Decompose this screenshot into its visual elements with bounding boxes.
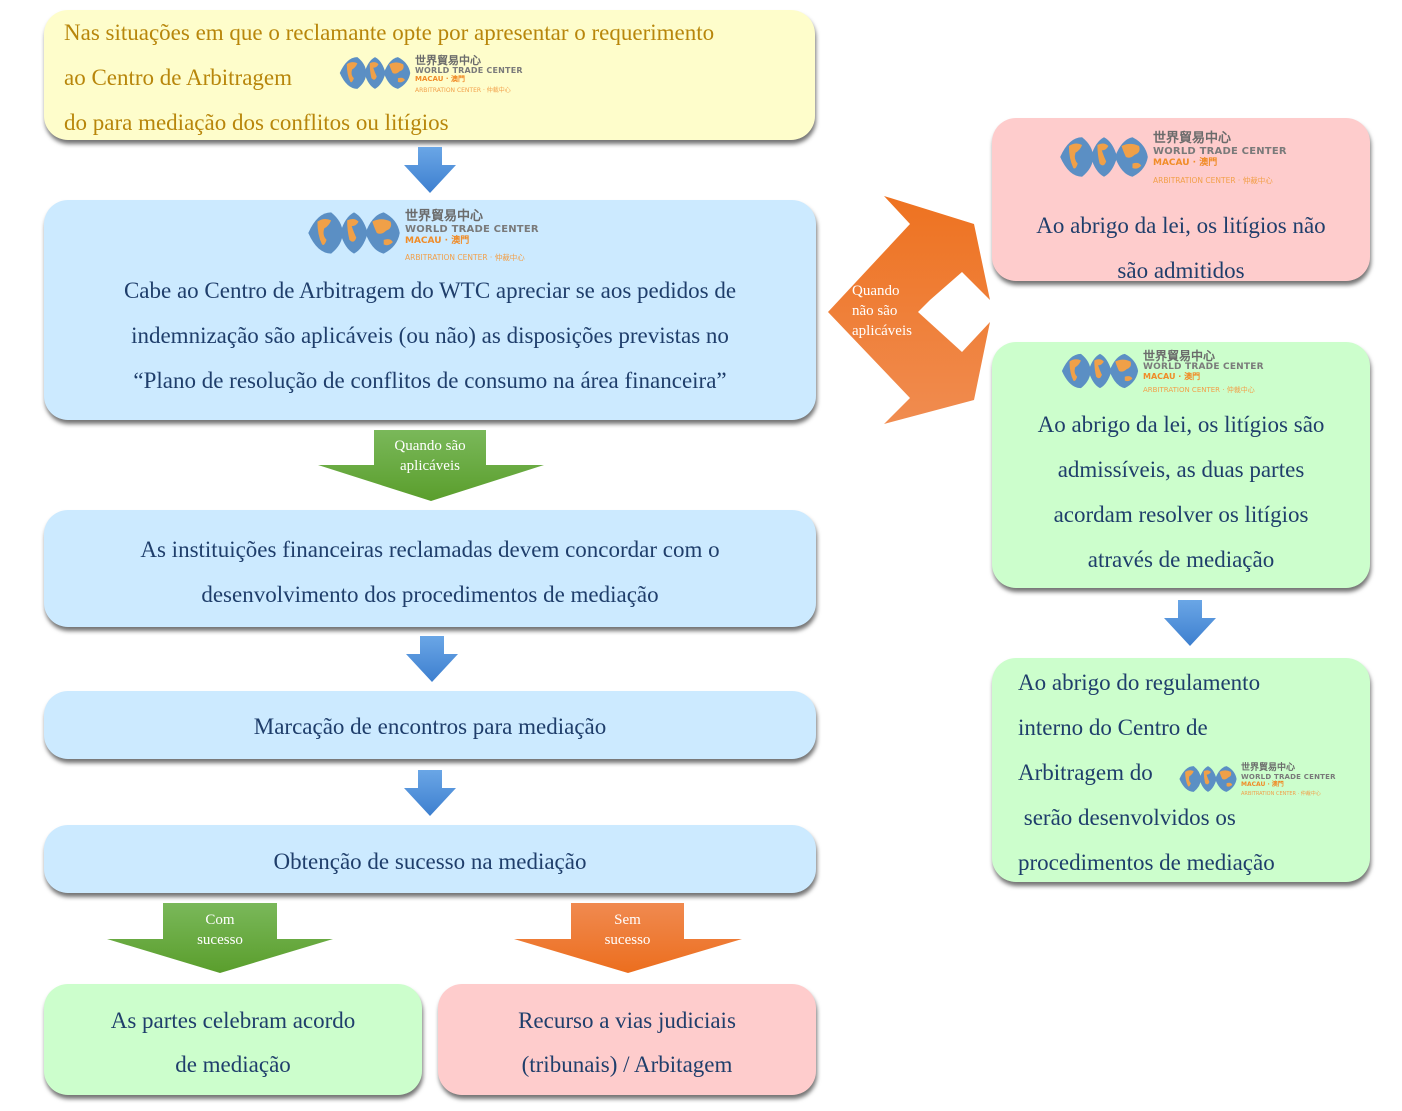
applicable-arrow-icon bbox=[318, 430, 544, 501]
step-assessment-box: 世界貿易中心 WORLD TRADE CENTER MACAU · 澳門 ARB… bbox=[44, 200, 816, 420]
step-assessment-line1: Cabe ao Centro de Arbitragem do WTC apre… bbox=[123, 278, 737, 303]
down-arrow-icon bbox=[404, 147, 456, 193]
logo-english-name: WORLD TRADE CENTER bbox=[415, 66, 523, 75]
not-admitted-box: 世界貿易中心 WORLD TRADE CENTER MACAU · 澳門 ARB… bbox=[992, 118, 1370, 283]
logo-chinese-name: 世界貿易中心 bbox=[415, 54, 481, 67]
step-scheduling-box: Marcação de encontros para mediação bbox=[44, 691, 816, 759]
logo-chinese-name: 世界貿易中心 bbox=[1143, 349, 1216, 363]
globes-icon bbox=[306, 210, 402, 256]
step-assessment-line2: indemnização são aplicáveis (ou não) as … bbox=[131, 323, 729, 348]
logo-subtitle: ARBITRATION CENTER · 仲裁中心 bbox=[415, 87, 511, 94]
without-success-label: Sem sucesso bbox=[571, 910, 684, 950]
internal-rules-line5: procedimentos de mediação bbox=[1018, 850, 1275, 875]
step-scheduling-line1: Marcação de encontros para mediação bbox=[253, 714, 607, 739]
without-success-arrow-icon bbox=[514, 903, 742, 973]
logo-subtitle: ARBITRATION CENTER · 仲裁中心 bbox=[405, 253, 525, 262]
with-success-label-line2: sucesso bbox=[197, 932, 243, 948]
step-request-line3: do para mediação dos conflitos ou litígi… bbox=[64, 110, 449, 135]
applicable-label-line1: Quando são bbox=[394, 438, 466, 454]
logo-location: MACAU · 澳門 bbox=[1143, 372, 1201, 381]
step-agreement-line1: As instituições financeiras reclamadas d… bbox=[140, 537, 720, 562]
wtc-arbitration-logo: 世界貿易中心 WORLD TRADE CENTER MACAU · 澳門 ARB… bbox=[1178, 764, 1336, 797]
globes-icon bbox=[338, 55, 412, 91]
outcome-failure-box: Recurso a vias judiciais (tribunais) / A… bbox=[438, 984, 816, 1095]
wtc-arbitration-logo: 世界貿易中心 WORLD TRADE CENTER MACAU · 澳門 ARB… bbox=[306, 210, 539, 262]
not-admitted-line2: são admitidos bbox=[1117, 258, 1245, 283]
step-success-line1: Obtenção de sucesso na mediação bbox=[273, 849, 587, 874]
logo-chinese-name: 世界貿易中心 bbox=[405, 209, 484, 224]
without-success-label-line2: sucesso bbox=[604, 932, 651, 948]
wtc-arbitration-logo: 世界貿易中心 WORLD TRADE CENTER MACAU · 澳門 ARB… bbox=[338, 55, 523, 94]
step-request-line2: ao Centro de Arbitragem bbox=[64, 65, 293, 90]
logo-chinese-name: 世界貿易中心 bbox=[1241, 763, 1296, 773]
step-agreement-line2: desenvolvimento dos procedimentos de med… bbox=[201, 582, 659, 607]
outcome-failure-line2: (tribunais) / Arbitagem bbox=[521, 1052, 733, 1077]
admissible-line3: acordam resolver os litígios bbox=[1053, 502, 1309, 527]
admissible-box: 世界貿易中心 WORLD TRADE CENTER MACAU · 澳門 ARB… bbox=[992, 342, 1370, 588]
applicable-label-line2: aplicáveis bbox=[400, 458, 460, 474]
step-request-box: Nas situações em que o reclamante opte p… bbox=[44, 10, 815, 140]
down-arrow-icon bbox=[1164, 600, 1216, 646]
not-applicable-split-arrow-icon bbox=[828, 196, 990, 424]
internal-rules-line2: interno do Centro de bbox=[1018, 715, 1208, 740]
logo-location: MACAU · 澳門 bbox=[405, 236, 470, 246]
logo-location: MACAU · 澳門 bbox=[1153, 158, 1218, 168]
down-arrow-icon bbox=[406, 636, 458, 682]
step-success-box: Obtenção de sucesso na mediação bbox=[44, 825, 816, 893]
with-success-arrow-icon bbox=[107, 903, 333, 973]
globes-icon bbox=[1060, 350, 1140, 392]
step-agreement-box: As instituições financeiras reclamadas d… bbox=[44, 510, 816, 627]
outcome-success-line1: As partes celebram acordo bbox=[110, 1008, 356, 1033]
logo-english-name: WORLD TRADE CENTER bbox=[1241, 773, 1336, 781]
not-admitted-line1: Ao abrigo da lei, os litígios não bbox=[1036, 213, 1326, 238]
globes-icon bbox=[1178, 764, 1238, 794]
globes-icon bbox=[1058, 132, 1150, 182]
logo-english-name: WORLD TRADE CENTER bbox=[1143, 362, 1264, 372]
logo-chinese-name: 世界貿易中心 bbox=[1153, 131, 1232, 146]
internal-rules-box: Ao abrigo do regulamento interno do Cent… bbox=[992, 658, 1370, 882]
outcome-success-line2: de mediação bbox=[175, 1052, 291, 1077]
not-applicable-label-line2: não são bbox=[852, 303, 898, 319]
not-applicable-label: Quando não são aplicáveis bbox=[852, 281, 912, 341]
logo-subtitle: ARBITRATION CENTER · 仲裁中心 bbox=[1241, 791, 1321, 797]
outcome-success-box: As partes celebram acordo de mediação bbox=[44, 984, 422, 1095]
wtc-arbitration-logo: 世界貿易中心 WORLD TRADE CENTER MACAU · 澳門 ARB… bbox=[1060, 350, 1264, 394]
with-success-label: Com sucesso bbox=[163, 910, 277, 950]
internal-rules-line4: serão desenvolvidos os bbox=[1018, 805, 1236, 830]
logo-location: MACAU · 澳門 bbox=[415, 75, 465, 83]
outcome-failure-line1: Recurso a vias judiciais bbox=[518, 1008, 736, 1033]
down-arrow-icon bbox=[404, 770, 456, 816]
step-assessment-line3: “Plano de resolução de conflitos de cons… bbox=[133, 368, 727, 393]
logo-subtitle: ARBITRATION CENTER · 仲裁中心 bbox=[1153, 176, 1273, 185]
admissible-line4: através de mediação bbox=[1087, 547, 1275, 572]
step-request-line1: Nas situações em que o reclamante opte p… bbox=[64, 20, 715, 45]
without-success-label-line1: Sem bbox=[614, 912, 641, 928]
applicable-label: Quando são aplicáveis bbox=[374, 436, 486, 476]
internal-rules-line1: Ao abrigo do regulamento bbox=[1018, 670, 1261, 695]
not-applicable-label-line1: Quando bbox=[852, 283, 900, 299]
not-applicable-label-line3: aplicáveis bbox=[852, 323, 912, 339]
admissible-line1: Ao abrigo da lei, os litígios são bbox=[1037, 412, 1325, 437]
wtc-arbitration-logo: 世界貿易中心 WORLD TRADE CENTER MACAU · 澳門 ARB… bbox=[1058, 132, 1287, 185]
admissible-line2: admissíveis, as duas partes bbox=[1057, 457, 1305, 482]
internal-rules-line3: Arbitragem do bbox=[1018, 760, 1153, 785]
logo-location: MACAU · 澳門 bbox=[1241, 781, 1284, 788]
logo-english-name: WORLD TRADE CENTER bbox=[1153, 146, 1287, 157]
logo-english-name: WORLD TRADE CENTER bbox=[405, 224, 539, 235]
with-success-label-line1: Com bbox=[205, 912, 235, 928]
logo-subtitle: ARBITRATION CENTER · 仲裁中心 bbox=[1143, 386, 1255, 394]
